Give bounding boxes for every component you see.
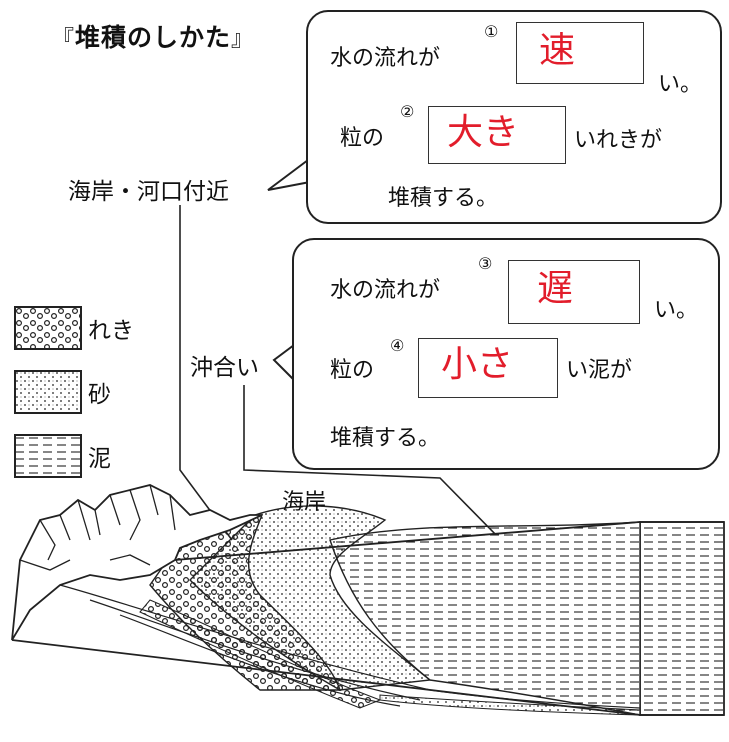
bubble-offshore-line2-prefix: 粒の <box>330 358 375 383</box>
answer-box-4[interactable]: 小さ <box>418 338 558 398</box>
label-coast-river-mouth: 海岸・河口付近 <box>68 179 229 205</box>
lower-gravel-band <box>139 599 382 709</box>
answer-2-text: 大き <box>447 112 520 153</box>
label-shore: 海岸 <box>282 490 327 515</box>
question-number-2: ② <box>400 102 415 121</box>
bubble-offshore-line1-suffix: い。 <box>654 298 699 323</box>
block-right-side <box>639 521 725 716</box>
answer-box-3[interactable]: 遅 <box>508 260 640 324</box>
bubble-coast-line3: 堆積する。 <box>388 186 499 211</box>
bubble-tail-offshore <box>272 344 295 381</box>
legend-item-gravel: れき <box>14 306 134 350</box>
bubble-coast-line1-suffix: い。 <box>658 72 703 97</box>
label-offshore: 沖合い <box>190 355 259 381</box>
bubble-coast-line2-prefix: 粒の <box>340 126 385 151</box>
bubble-offshore-line2-suffix: い泥が <box>566 358 633 383</box>
bubble-offshore-line3: 堆積する。 <box>330 426 441 451</box>
mountain-ridges <box>19 484 176 571</box>
bubble-offshore-line1-prefix: 水の流れが <box>330 278 441 303</box>
block-bottom-edge <box>11 639 724 716</box>
legend-label-gravel: れき <box>88 318 134 344</box>
legend-label-sand: 砂 <box>88 382 111 408</box>
mud-swatch <box>14 434 82 478</box>
legend-label-mud: 泥 <box>88 446 111 472</box>
title-bracket-close: 』 <box>231 27 255 52</box>
legend-item-mud: 泥 <box>14 434 134 478</box>
answer-box-1[interactable]: 速 <box>516 22 644 84</box>
gravel-swatch <box>14 306 82 350</box>
answer-4-text: 小さ <box>441 344 514 385</box>
question-number-3: ③ <box>478 254 493 273</box>
legend: れき 砂 泥 <box>14 306 134 478</box>
bubble-tail-coast <box>267 159 311 191</box>
title-bracket-open: 『 <box>52 27 76 52</box>
answer-3-text: 遅 <box>537 268 574 309</box>
block-top-edge <box>174 521 724 561</box>
sand-swatch <box>14 370 82 414</box>
answer-box-2[interactable]: 大き <box>428 106 566 164</box>
legend-item-sand: 砂 <box>14 370 134 414</box>
bubble-coast-line2-suffix: いれきが <box>574 128 663 153</box>
page-title: 『堆積のしかた』 <box>52 18 254 54</box>
answer-1-text: 速 <box>539 30 576 71</box>
speech-bubble-coast <box>306 10 722 224</box>
stratum-line <box>59 584 641 709</box>
bubble-coast-line1-prefix: 水の流れが <box>330 46 441 71</box>
title-text: 堆積のしかた <box>75 23 232 52</box>
question-number-4: ④ <box>390 336 405 355</box>
question-number-1: ① <box>484 22 499 41</box>
mud-layer <box>329 521 641 716</box>
